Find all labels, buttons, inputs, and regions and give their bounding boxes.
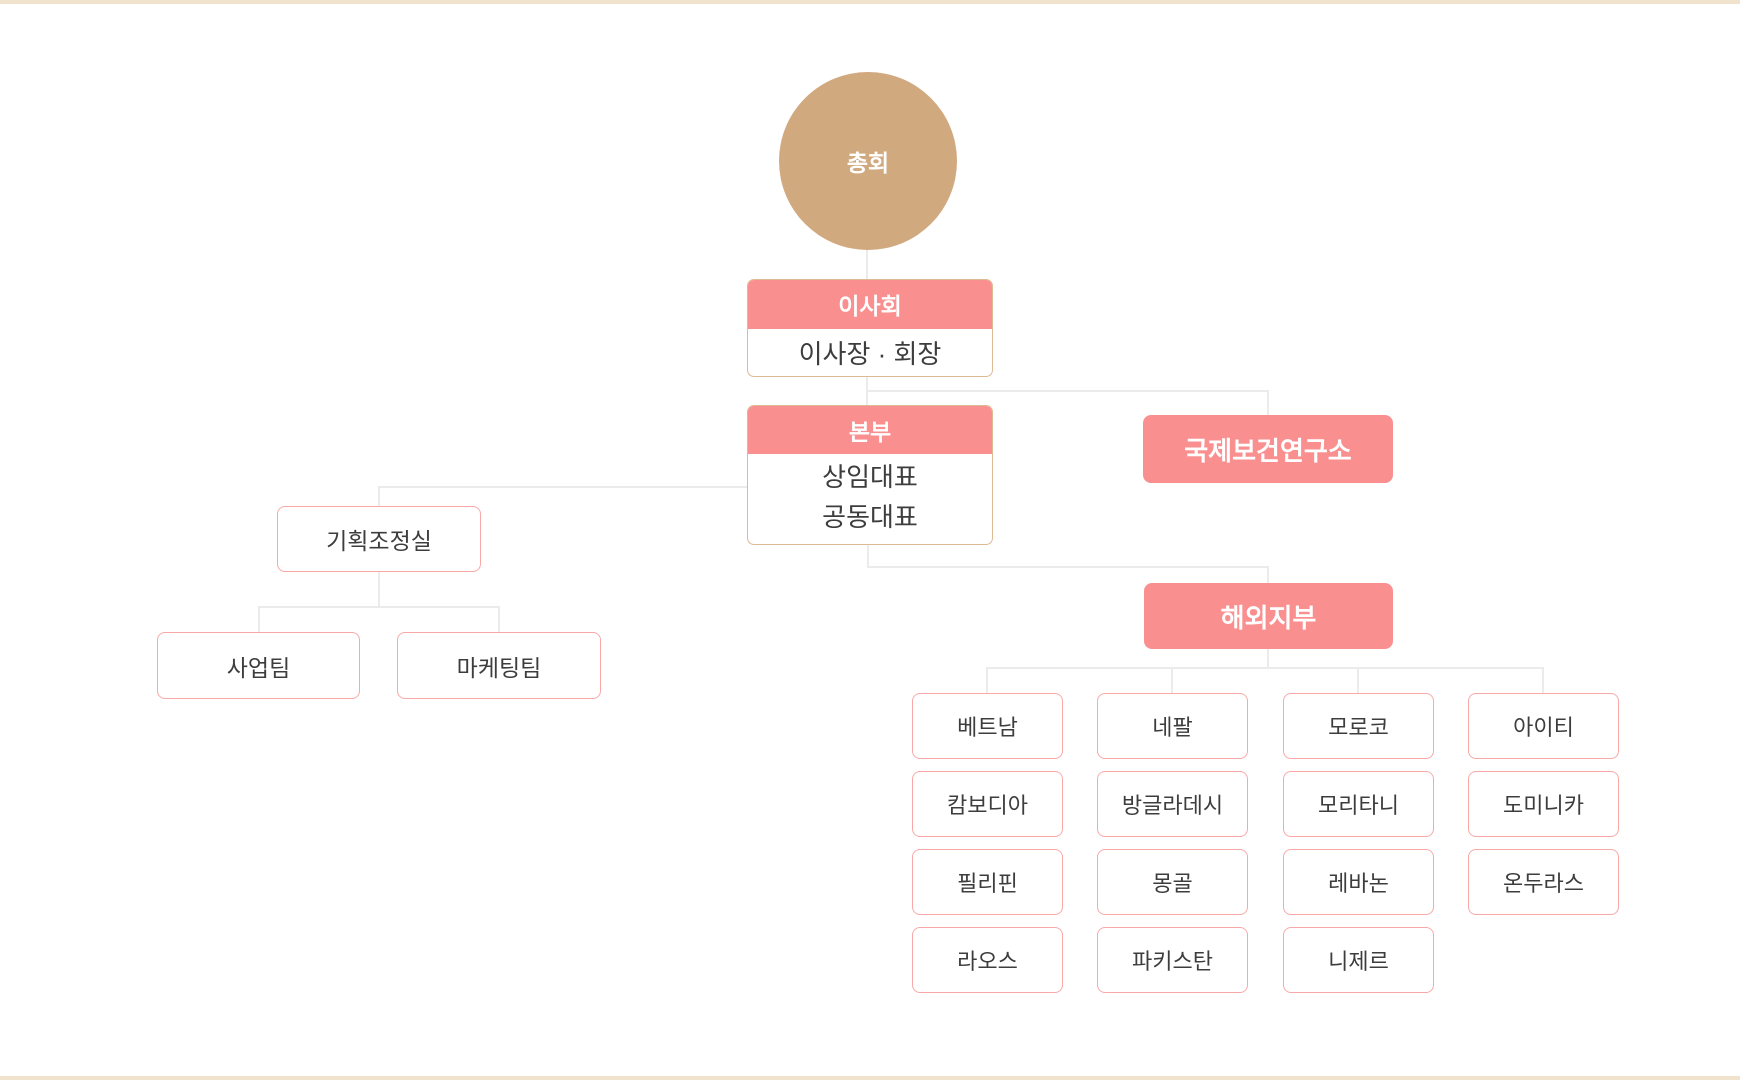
branch-label: 모리타니 xyxy=(1318,793,1399,818)
connector-line xyxy=(378,572,380,608)
board-officers-row: 이사장 · 회장 xyxy=(748,329,992,375)
connector-line xyxy=(1267,649,1269,669)
branch-philippines: 필리핀 xyxy=(912,849,1063,915)
branch-dominica: 도미니카 xyxy=(1468,771,1619,837)
branch-bangladesh: 방글라데시 xyxy=(1097,771,1248,837)
branch-label: 온두라스 xyxy=(1503,871,1584,896)
branch-label: 방글라데시 xyxy=(1121,793,1224,818)
branch-haiti: 아이티 xyxy=(1468,693,1619,759)
headquarters-title: 본부 xyxy=(848,418,892,445)
connector-line xyxy=(866,250,868,280)
branch-label: 필리핀 xyxy=(957,871,1018,896)
branch-mongolia: 몽골 xyxy=(1097,849,1248,915)
board-box: 이사회 이사장 · 회장 xyxy=(747,279,993,377)
board-title: 이사회 xyxy=(838,293,902,319)
overseas-box: 해외지부 xyxy=(1144,583,1393,649)
board-title-header: 이사회 xyxy=(748,280,992,329)
branch-niger: 니제르 xyxy=(1283,927,1434,993)
headquarters-members: 상임대표 공동대표 xyxy=(748,454,992,537)
connector-line xyxy=(378,486,380,506)
branch-label: 아이티 xyxy=(1513,715,1574,740)
branch-honduras: 온두라스 xyxy=(1468,849,1619,915)
marketing-team-label: 마케팅팀 xyxy=(456,654,542,681)
connector-line xyxy=(986,667,1544,669)
board-officers: 이사장 · 회장 xyxy=(798,338,942,369)
planning-office-box: 기획조정실 xyxy=(277,506,481,572)
branch-mauritania: 모리타니 xyxy=(1283,771,1434,837)
branch-lebanon: 레바논 xyxy=(1283,849,1434,915)
branch-vietnam: 베트남 xyxy=(912,693,1063,759)
headquarters-title-header: 본부 xyxy=(748,406,992,454)
branch-label: 베트남 xyxy=(957,715,1018,740)
connector-line xyxy=(258,606,260,632)
connector-line xyxy=(867,566,1269,568)
branch-label: 캄보디아 xyxy=(947,793,1028,818)
institute-box: 국제보건연구소 xyxy=(1143,415,1393,483)
branch-morocco: 모로코 xyxy=(1283,693,1434,759)
business-team-label: 사업팀 xyxy=(226,654,291,681)
connector-line xyxy=(986,667,988,693)
bottom-accent-bar xyxy=(0,1076,1740,1080)
top-accent-bar xyxy=(0,0,1740,4)
connector-line xyxy=(1542,667,1544,693)
connector-line xyxy=(498,606,500,632)
connector-line xyxy=(378,486,748,488)
assembly-label: 총회 xyxy=(846,150,890,176)
branch-label: 모로코 xyxy=(1328,715,1389,740)
overseas-label: 해외지부 xyxy=(1220,602,1317,633)
branch-cambodia: 캄보디아 xyxy=(912,771,1063,837)
connector-line xyxy=(1267,566,1269,583)
branch-label: 라오스 xyxy=(957,949,1018,974)
connector-line xyxy=(1171,667,1173,693)
assembly-circle: 총회 xyxy=(779,72,957,250)
branch-label: 레바논 xyxy=(1328,871,1389,896)
headquarters-box: 본부 상임대표 공동대표 xyxy=(747,405,993,545)
connector-line xyxy=(1267,390,1269,415)
business-team-box: 사업팀 xyxy=(157,632,360,699)
branch-label: 파키스탄 xyxy=(1132,949,1213,974)
institute-label: 국제보건연구소 xyxy=(1184,435,1352,466)
headquarters-member-1: 상임대표 xyxy=(822,462,918,492)
branch-label: 몽골 xyxy=(1152,871,1193,896)
headquarters-member-2: 공동대표 xyxy=(822,502,918,532)
marketing-team-box: 마케팅팀 xyxy=(397,632,601,699)
branch-nepal: 네팔 xyxy=(1097,693,1248,759)
planning-office-label: 기획조정실 xyxy=(326,528,432,554)
branch-label: 니제르 xyxy=(1328,949,1389,974)
connector-line xyxy=(867,545,869,568)
branch-label: 네팔 xyxy=(1152,715,1193,740)
connector-line xyxy=(258,606,500,608)
branch-label: 도미니카 xyxy=(1503,793,1584,818)
branch-pakistan: 파키스탄 xyxy=(1097,927,1248,993)
connector-line xyxy=(866,390,1269,392)
branch-laos: 라오스 xyxy=(912,927,1063,993)
connector-line xyxy=(1357,667,1359,693)
